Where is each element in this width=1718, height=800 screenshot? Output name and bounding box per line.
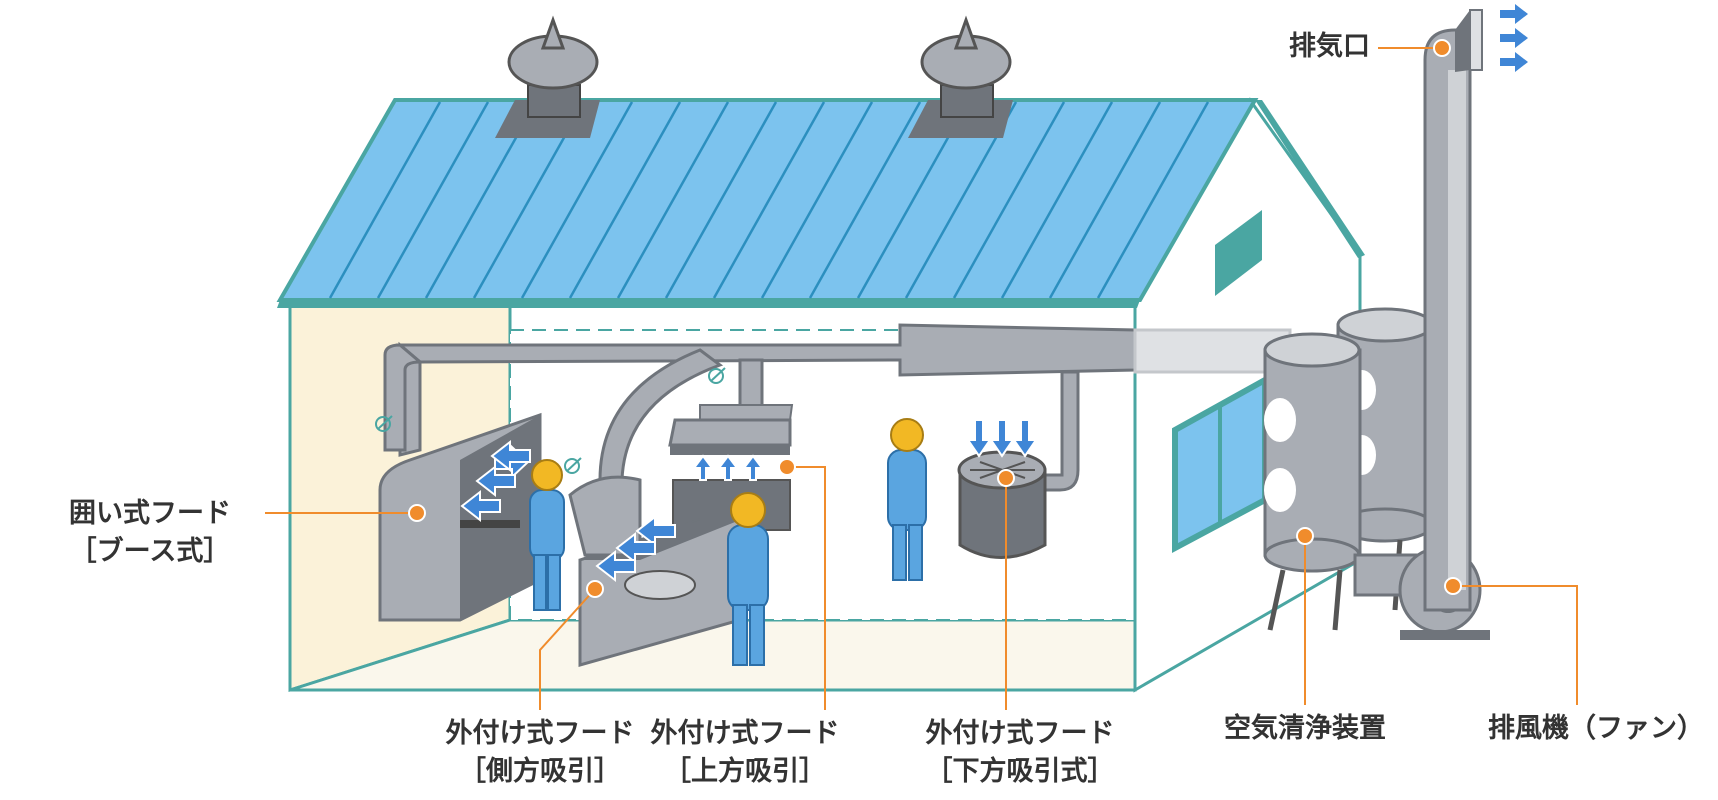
arrow-icon [475,464,516,498]
arrow-icon [1500,52,1528,72]
arrow-icon [615,531,656,565]
callout-dot-exhaust-outlet [1433,39,1451,57]
callout-dot-air-cleaner [1296,527,1314,545]
callout-line-top-hood [787,466,826,710]
enclosure-hood [378,412,542,622]
label-ext-hood-bottom-line1: 外付け式フード [925,718,1115,749]
roof-ridge-edge [1255,100,1365,258]
label-ext-hood-bottom-line2: ［下方吸引式］ [925,756,1115,787]
label-ext-hood-top: 外付け式フード ［上方吸引］ [630,715,860,791]
label-ext-hood-side: 外付け式フード ［側方吸引］ [425,715,655,791]
arrow-icon [595,549,636,583]
roof-eave [277,300,1140,308]
label-air-cleaner-text: 空気清浄装置 [1224,713,1386,744]
callout-dot-enclosure-hood [408,504,426,522]
air-cleaner [1263,307,1435,631]
worker-icon [887,418,927,581]
callout-dot-side-hood [586,580,604,598]
label-enclosure-hood-line1: 囲い式フード [69,498,231,529]
label-ext-hood-bottom: 外付け式フード ［下方吸引式］ [905,715,1135,791]
worker-icon [727,492,769,666]
airflow-arrows-side [595,514,676,583]
roof-ventilator-icon [908,15,1013,138]
airflow-arrows-exhaust [1500,4,1528,72]
label-ext-hood-top-line2: ［上方吸引］ [664,756,826,787]
arrow-icon [692,454,714,481]
duct-drop-top-hood [738,358,764,412]
gable-vent [1215,210,1262,296]
label-exhaust-fan-text: 排風機（ファン） [1488,713,1704,744]
label-exhaust-fan: 排風機（ファン） [1478,710,1714,748]
arrow-icon [635,514,676,548]
arrow-icon [1500,4,1528,24]
callout-lines [265,47,1578,710]
callout-line-side-hood [539,588,596,710]
label-air-cleaner: 空気清浄装置 [1215,710,1395,748]
downdraft-hood [957,450,1047,559]
arrow-icon [1012,419,1038,458]
damper-icon [564,457,582,474]
label-exhaust-outlet-text: 排気口 [1289,31,1370,62]
label-enclosure-hood-line2: ［ブース式］ [69,536,231,567]
exhaust-stack [1423,9,1483,612]
callout-dot-bottom-hood [997,469,1015,487]
arrow-icon [1500,28,1528,48]
airflow-arrows-up [692,454,764,481]
callout-line-exhaust-fan [1453,585,1578,705]
arrow-icon [717,454,739,481]
label-ext-hood-top-line1: 外付け式フード [650,718,840,749]
callout-dot-exhaust-fan [1444,577,1462,595]
airflow-arrows-down [966,419,1038,458]
label-enclosure-hood: 囲い式フード ［ブース式］ [45,495,255,571]
damper-icon [375,415,393,432]
airflow-arrows-booth [460,439,531,523]
worker-icon [529,459,565,611]
label-exhaust-outlet: 排気口 [1240,28,1370,66]
roof-ventilator-icon [495,15,600,138]
arrow-icon [989,419,1015,458]
damper-icon [708,367,726,384]
callout-dots [408,39,1462,598]
arrow-icon [742,454,764,481]
label-ext-hood-side-line2: ［側方吸引］ [459,756,621,787]
arrow-icon [966,419,992,458]
roof [276,98,1259,302]
arrow-icon [490,439,531,473]
callout-dot-top-hood [778,458,796,476]
label-ext-hood-side-line1: 外付け式フード [445,718,635,749]
arrow-icon [460,489,501,523]
